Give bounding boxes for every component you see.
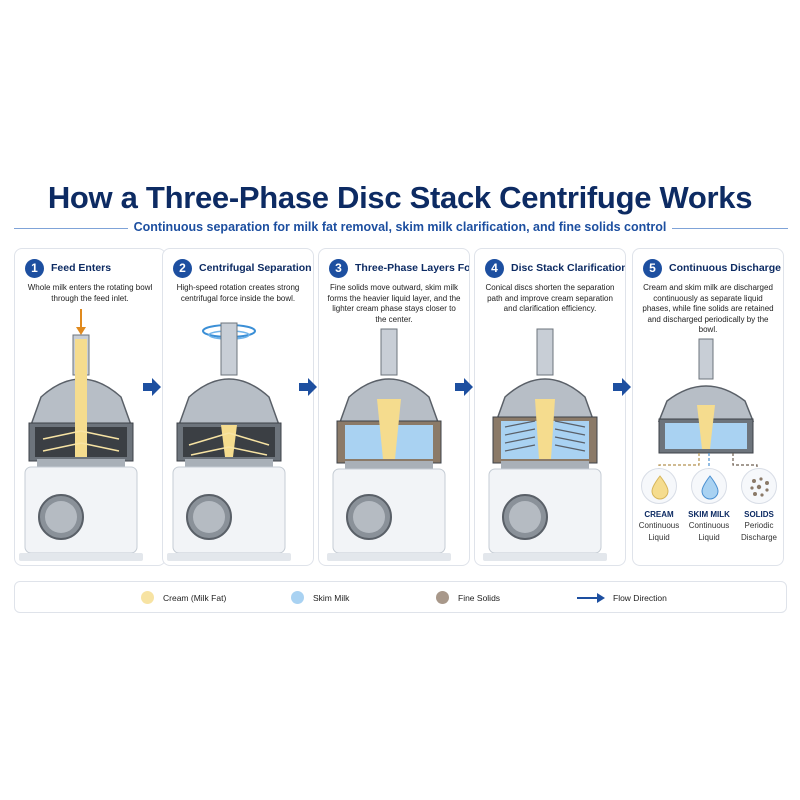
step-number-3: 3 bbox=[329, 259, 348, 278]
step-description-2: High-speed rotation creates strong centr… bbox=[176, 283, 300, 303]
solids-particles-icon bbox=[741, 468, 777, 504]
subtitle-row: Continuous separation for milk fat remov… bbox=[0, 220, 800, 238]
flow-arrow-icon bbox=[143, 378, 161, 396]
output-cream: CREAM Continuous Liquid bbox=[636, 468, 682, 543]
step-title-3: Three-Phase Layers Form bbox=[355, 262, 470, 274]
step-description-1: Whole milk enters the rotating bowl thro… bbox=[27, 283, 153, 303]
legend: Cream (Milk Fat) Skim Milk Fine Solids F… bbox=[14, 581, 787, 613]
step-panel-5: 5 Continuous Discharge Cream and skim mi… bbox=[632, 248, 784, 566]
step-description-3: Fine solids move outward, skim milk form… bbox=[327, 283, 461, 324]
discharge-outputs: CREAM Continuous Liquid SKIM MILK Contin… bbox=[636, 468, 782, 568]
flow-arrow-icon bbox=[299, 378, 317, 396]
step-number-2: 2 bbox=[173, 259, 192, 278]
skim-milk-drop-icon bbox=[691, 468, 727, 504]
step-title-4: Disc Stack Clarification bbox=[511, 262, 626, 274]
step-panel-2: 2 Centrifugal Separation High-speed rota… bbox=[162, 248, 314, 566]
subtitle: Continuous separation for milk fat remov… bbox=[127, 220, 673, 234]
flow-direction-arrow-icon bbox=[577, 593, 605, 603]
output-solids: SOLIDS Periodic Discharge bbox=[736, 468, 782, 543]
step-panel-3: 3 Three-Phase Layers Form Fine solids mo… bbox=[318, 248, 470, 566]
step-panel-4: 4 Disc Stack Clarification Conical discs… bbox=[474, 248, 626, 566]
page-title: How a Three-Phase Disc Stack Centrifuge … bbox=[47, 180, 753, 215]
cream-swatch-icon bbox=[141, 591, 154, 604]
centrifuge-illustration-rotation bbox=[167, 322, 291, 561]
cream-drop-icon bbox=[641, 468, 677, 504]
step-description-4: Conical discs shorten the separation pat… bbox=[485, 283, 615, 313]
step-title-2: Centrifugal Separation bbox=[199, 262, 312, 274]
centrifuge-illustration-layers bbox=[327, 328, 451, 561]
step-title-1: Feed Enters bbox=[51, 262, 112, 274]
skim-milk-swatch-icon bbox=[291, 591, 304, 604]
flow-arrow-icon bbox=[455, 378, 473, 396]
step-title-5: Continuous Discharge bbox=[669, 262, 782, 274]
step-description-5: Cream and skim milk are discharged conti… bbox=[642, 283, 774, 334]
centrifuge-illustration-discharge bbox=[657, 338, 758, 475]
step-panel-1: 1 Feed Enters Whole milk enters the rota… bbox=[14, 248, 166, 566]
step-number-5: 5 bbox=[643, 259, 662, 278]
centrifuge-illustration-feed bbox=[19, 309, 143, 561]
step-number-4: 4 bbox=[485, 259, 504, 278]
centrifuge-illustration-disc-stack bbox=[483, 328, 607, 561]
fine-solids-swatch-icon bbox=[436, 591, 449, 604]
subtitle-rule-left bbox=[14, 228, 154, 229]
step-number-1: 1 bbox=[25, 259, 44, 278]
flow-arrow-icon bbox=[613, 378, 631, 396]
subtitle-rule-right bbox=[648, 228, 788, 229]
legend-item-flow-direction: Flow Direction bbox=[577, 591, 697, 605]
output-skim-milk: SKIM MILK Continuous Liquid bbox=[686, 468, 732, 543]
